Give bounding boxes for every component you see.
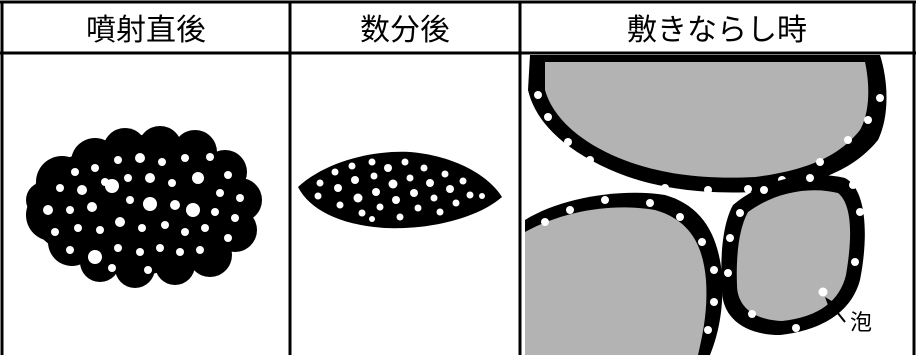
header-after-several-minutes: 数分後	[360, 13, 450, 48]
bubble-pointer-arrow	[825, 297, 846, 323]
aggregate-top	[528, 55, 887, 194]
bubble-label: 泡	[850, 311, 872, 336]
aggregate-bottom-left	[525, 192, 723, 355]
aggregate-bottom-right	[721, 174, 865, 335]
foam-blob-fresh	[26, 126, 262, 288]
header-during-spreading: 敷きならし時	[627, 13, 807, 48]
aggregates-coated-with-foam	[525, 55, 887, 355]
foam-lens-settled	[298, 151, 502, 229]
header-immediately-after-spraying: 噴射直後	[86, 13, 206, 48]
